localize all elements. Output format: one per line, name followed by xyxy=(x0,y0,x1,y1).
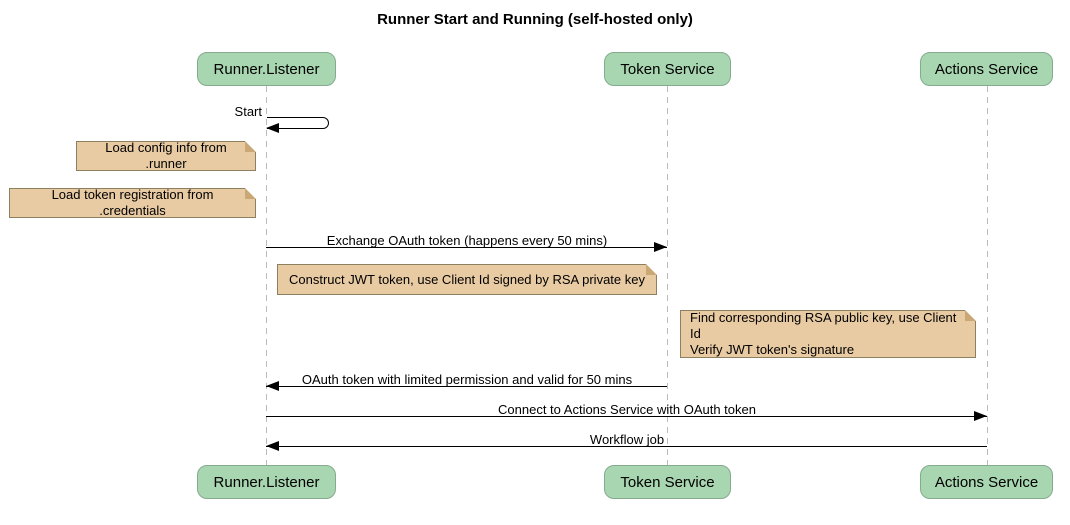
diagram-title: Runner Start and Running (self-hosted on… xyxy=(377,11,693,28)
arrowhead-left-icon xyxy=(266,441,279,451)
message-workflow-job-line xyxy=(266,446,987,447)
arrowhead-right-icon xyxy=(974,411,987,421)
note-text: Load token registration from .credential… xyxy=(51,187,214,218)
note-verify-jwt: Find corresponding RSA public key, use C… xyxy=(680,310,976,358)
participant-label: Actions Service xyxy=(934,473,1039,491)
note-load-token-registration: Load token registration from .credential… xyxy=(9,187,256,218)
message-exchange-oauth-line xyxy=(266,247,667,248)
note-text-line1: Find corresponding RSA public key, use C… xyxy=(690,310,957,341)
participant-runner-listener-bottom: Runner.Listener xyxy=(197,465,336,499)
message-oauth-token-label: OAuth token with limited permission and … xyxy=(301,372,633,387)
message-connect-actions-label: Connect to Actions Service with OAuth to… xyxy=(498,402,756,417)
self-message-start-label: Start xyxy=(234,104,262,119)
participant-token-service-top: Token Service xyxy=(604,52,731,86)
message-exchange-oauth-label: Exchange OAuth token (happens every 50 m… xyxy=(326,233,608,248)
arrowhead-left-icon xyxy=(266,123,279,133)
participant-runner-listener-top: Runner.Listener xyxy=(197,52,336,86)
participant-actions-service-bottom: Actions Service xyxy=(920,465,1053,499)
participant-label: Actions Service xyxy=(934,60,1039,78)
note-text-line2: Verify JWT token's signature xyxy=(690,342,855,357)
self-message-loop xyxy=(267,117,329,129)
participant-actions-service-top: Actions Service xyxy=(920,52,1053,86)
note-construct-jwt: Construct JWT token, use Client Id signe… xyxy=(277,264,657,295)
arrowhead-left-icon xyxy=(266,381,279,391)
lifeline-runner-listener xyxy=(266,86,267,465)
participant-label: Token Service xyxy=(620,60,715,78)
arrowhead-right-icon xyxy=(654,242,667,252)
note-text: Construct JWT token, use Client Id signe… xyxy=(289,271,645,287)
lifeline-token-service xyxy=(667,86,668,465)
participant-label: Runner.Listener xyxy=(213,60,320,78)
participant-label: Token Service xyxy=(620,473,715,491)
lifeline-actions-service xyxy=(987,86,988,465)
participant-label: Runner.Listener xyxy=(213,473,320,491)
note-text: Load config info from .runner xyxy=(105,140,227,171)
note-load-config: Load config info from .runner xyxy=(76,140,256,171)
message-oauth-token-line xyxy=(266,386,667,387)
message-workflow-job-label: Workflow job xyxy=(589,432,665,447)
participant-token-service-bottom: Token Service xyxy=(604,465,731,499)
message-connect-actions-line xyxy=(266,416,987,417)
